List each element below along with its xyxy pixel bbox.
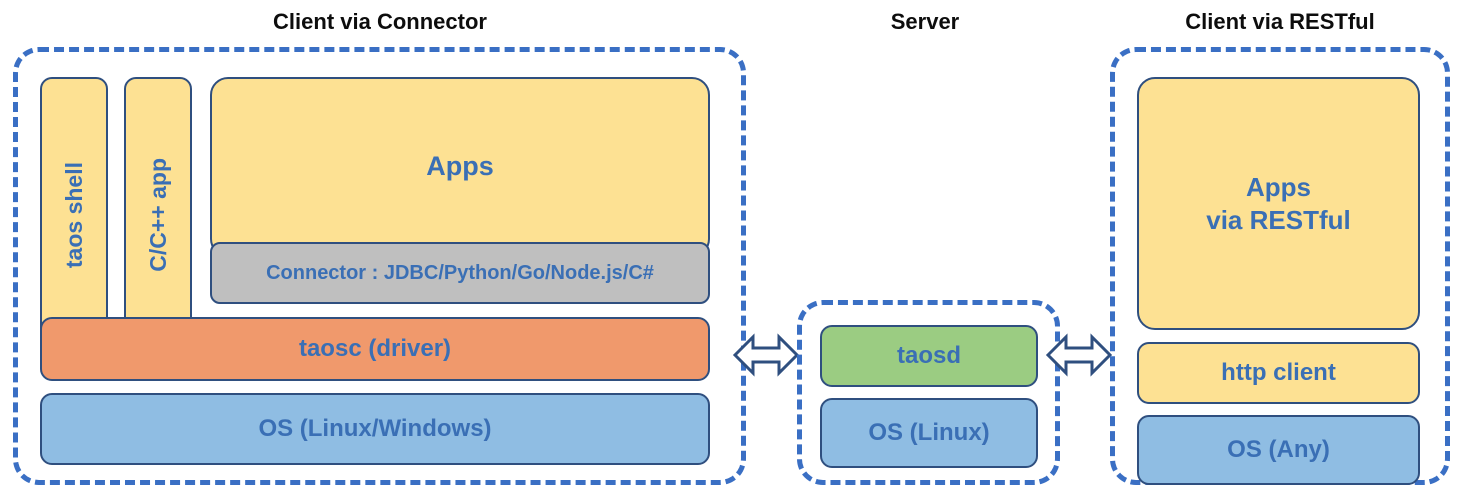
box-taosd[interactable]: taosd <box>820 325 1038 387</box>
box-apps-via-restful-label: Apps via RESTful <box>1206 171 1350 236</box>
box-apps-via-restful-line2: via RESTful <box>1206 204 1351 235</box>
box-connector-label: Connector : JDBC/Python/Go/Node.js/C# <box>266 261 654 284</box>
box-connector[interactable]: Connector : JDBC/Python/Go/Node.js/C# <box>210 242 710 304</box>
arrow-connector-to-server <box>733 331 799 379</box>
box-os-linux-windows-label: OS (Linux/Windows) <box>258 415 492 442</box>
double-headed-arrow-icon <box>733 333 799 377</box>
group-client-via-connector: taos shell C/C++ app Apps Connector : JD… <box>13 47 746 485</box>
box-os-linux-windows[interactable]: OS (Linux/Windows) <box>40 393 710 465</box>
caption-client-via-restful: Client via RESTful <box>1185 9 1375 34</box>
box-c-cpp-app[interactable]: C/C++ app <box>124 77 192 353</box>
box-c-cpp-app-label: C/C++ app <box>144 158 171 272</box>
group-server: taosd OS (Linux) <box>797 300 1060 485</box>
box-http-client[interactable]: http client <box>1137 342 1420 404</box>
caption-client-via-connector: Client via Connector <box>273 9 487 34</box>
arrow-server-to-restful-client <box>1046 331 1112 379</box>
box-http-client-label: http client <box>1221 359 1336 386</box>
box-taosd-label: taosd <box>896 342 961 369</box>
box-taos-shell[interactable]: taos shell <box>40 77 108 353</box>
box-apps-label: Apps <box>426 151 494 182</box>
box-taosc-driver[interactable]: taosc (driver) <box>40 317 710 381</box>
box-os-linux[interactable]: OS (Linux) <box>820 398 1038 468</box>
box-apps-via-restful-line1: Apps <box>1245 172 1311 202</box>
double-headed-arrow-icon <box>1046 333 1112 377</box>
box-apps[interactable]: Apps <box>210 77 710 257</box>
caption-server: Server <box>890 9 960 34</box>
box-taos-shell-label: taos shell <box>60 161 87 269</box>
box-taosc-driver-label: taosc (driver) <box>298 335 452 362</box>
box-os-any-label: OS (Any) <box>1227 436 1330 463</box>
group-client-via-restful: Apps via RESTful http client OS (Any) <box>1110 47 1450 485</box>
box-apps-via-restful[interactable]: Apps via RESTful <box>1137 77 1420 330</box>
box-os-any[interactable]: OS (Any) <box>1137 415 1420 485</box>
box-os-linux-label: OS (Linux) <box>868 419 990 446</box>
